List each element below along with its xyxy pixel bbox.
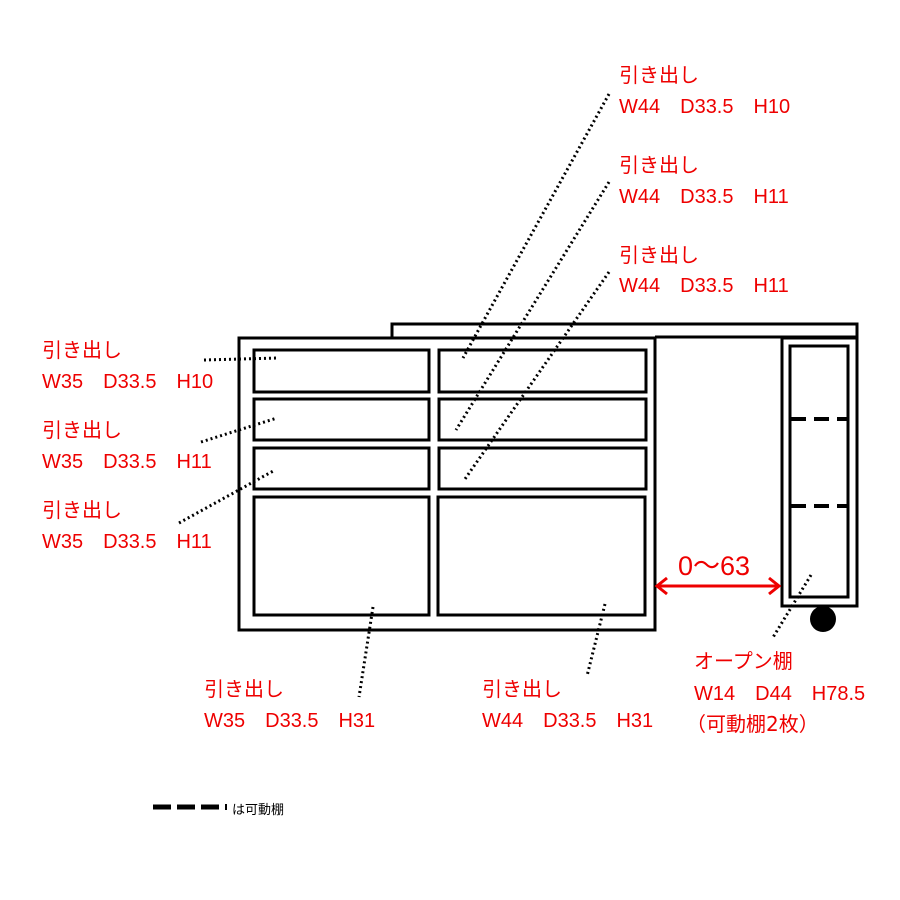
- right-bottom-drawer-dims: W44 D33.5 H31: [482, 710, 653, 732]
- open-shelf-name: オープン棚: [694, 649, 793, 673]
- right-drawer-3: [437, 446, 648, 491]
- right-drawer-1: [437, 348, 648, 394]
- left-drawer-1: [252, 348, 431, 394]
- leader-line: [178, 468, 276, 525]
- right-drawer-2-dims: W44 D33.5 H11: [619, 186, 789, 208]
- right-drawer-3-dims: W44 D33.5 H11: [619, 275, 789, 297]
- right-drawer-3-name: 引き出し: [619, 243, 699, 267]
- right-drawer-2: [437, 397, 648, 442]
- legend-text: は可動棚: [232, 803, 284, 818]
- top-board: [390, 322, 859, 337]
- left-drawer-1-name: 引き出し: [42, 338, 122, 362]
- left-bottom-drawer: [252, 495, 431, 617]
- left-drawer-3: [252, 446, 431, 491]
- gap-range-label: 0〜63: [678, 551, 750, 581]
- leader-line: [463, 271, 611, 480]
- left-bottom-drawer-dims: W35 D33.5 H31: [204, 710, 375, 732]
- open-shelf-note: （可動棚2枚）: [686, 712, 819, 736]
- left-drawer-2-name: 引き出し: [42, 418, 122, 442]
- right-bottom-drawer: [436, 495, 647, 617]
- open-shelf-inner: [788, 344, 850, 599]
- right-drawer-1-dims: W44 D33.5 H10: [619, 96, 790, 118]
- left-drawer-2-dims: W35 D33.5 H11: [42, 451, 212, 473]
- gap-arrow: [654, 576, 782, 596]
- left-bottom-drawer-name: 引き出し: [204, 677, 284, 701]
- leader-line: [585, 603, 607, 677]
- left-drawer-1-dims: W35 D33.5 H10: [42, 371, 213, 393]
- main-cabinet: [237, 336, 657, 632]
- leader-line: [357, 606, 375, 698]
- left-drawer-3-dims: W35 D33.5 H11: [42, 531, 212, 553]
- leader-line: [203, 356, 279, 362]
- leader-line: [454, 181, 611, 431]
- right-drawer-2-name: 引き出し: [619, 153, 699, 177]
- right-bottom-drawer-name: 引き出し: [482, 677, 562, 701]
- leader-line: [461, 93, 611, 359]
- open-shelf-unit: [780, 336, 859, 608]
- leader-line: [200, 416, 278, 444]
- left-drawer-3-name: 引き出し: [42, 498, 122, 522]
- caster-icon: [810, 606, 836, 632]
- right-drawer-1-name: 引き出し: [619, 63, 699, 87]
- legend: は可動棚: [153, 803, 284, 818]
- left-drawer-2: [252, 397, 431, 442]
- open-shelf-dims: W14 D44 H78.5: [694, 683, 865, 705]
